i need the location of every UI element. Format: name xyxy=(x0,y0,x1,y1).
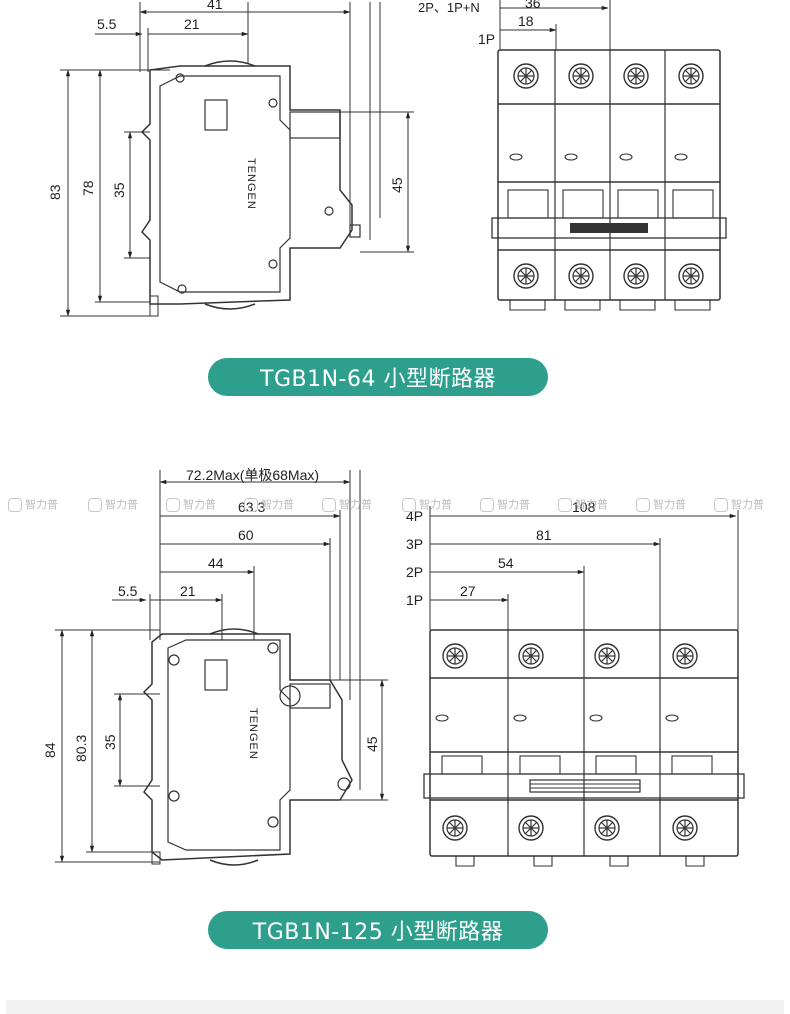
d2-dim-5-5: 5.5 xyxy=(118,583,138,599)
d2-brand-label: TENGEN xyxy=(247,708,259,760)
d1-brand-label: TENGEN xyxy=(245,158,257,210)
d2-dim-27: 27 xyxy=(460,583,476,599)
d2-dim-108: 108 xyxy=(572,499,596,515)
watermark-logo-icon xyxy=(8,498,22,512)
watermark: 智力普 xyxy=(8,496,58,512)
d2-dim-60: 60 xyxy=(238,527,254,543)
d1-dim-18: 18 xyxy=(518,13,534,29)
watermark: 智力普 xyxy=(402,496,452,512)
watermark-logo-icon xyxy=(88,498,102,512)
d1-dim-83: 83 xyxy=(47,184,63,200)
d2-terminal-screws xyxy=(442,643,698,841)
d2-dim-44: 44 xyxy=(208,555,224,571)
watermark: 智力普 xyxy=(322,496,372,512)
d1-terminal-screws xyxy=(513,63,704,289)
watermark: 智力普 xyxy=(636,496,686,512)
watermark-logo-icon xyxy=(636,498,650,512)
d2-side-view xyxy=(55,470,388,866)
d1-dim-78: 78 xyxy=(80,180,96,196)
d1-dim-5-5: 5.5 xyxy=(97,16,117,32)
watermark: 智力普 xyxy=(714,496,764,512)
watermark: 智力普 xyxy=(558,496,608,512)
d1-poles-2p: 2P、1P+N xyxy=(418,0,480,15)
d2-dim-81: 81 xyxy=(536,527,552,543)
d2-dim-80-3: 80.3 xyxy=(73,735,89,762)
d2-poles-1p: 1P xyxy=(406,592,423,608)
d1-dim-45: 45 xyxy=(389,177,405,193)
watermark-logo-icon xyxy=(558,498,572,512)
watermark-logo-icon xyxy=(480,498,494,512)
watermark-logo-icon xyxy=(322,498,336,512)
d2-poles-2p: 2P xyxy=(406,564,423,580)
watermark-row: 智力普 智力普 智力普 智力普 智力普 智力普 智力普 智力普 智力普 智力普 xyxy=(0,496,790,516)
watermark: 智力普 xyxy=(244,496,294,512)
d1-dim-35: 35 xyxy=(111,182,127,198)
model-title-banner-tgb1n-64: TGB1N-64 小型断路器 xyxy=(208,358,548,396)
d2-poles-4p: 4P xyxy=(406,508,423,524)
d1-poles-1p: 1P xyxy=(478,31,495,47)
footer-divider xyxy=(6,1000,784,1014)
d1-dim-41: 41 xyxy=(207,0,223,12)
d2-dim-45: 45 xyxy=(364,736,380,752)
watermark-logo-icon xyxy=(402,498,416,512)
watermark-logo-icon xyxy=(714,498,728,512)
d2-poles-3p: 3P xyxy=(406,536,423,552)
watermark-logo-icon xyxy=(166,498,180,512)
watermark-logo-icon xyxy=(244,498,258,512)
watermark: 智力普 xyxy=(88,496,138,512)
d1-side-view xyxy=(60,2,414,317)
d2-dim-21: 21 xyxy=(180,583,196,599)
d2-dim-max: 72.2Max(单极68Max) xyxy=(186,467,319,483)
d2-dim-84: 84 xyxy=(42,742,58,758)
watermark: 智力普 xyxy=(166,496,216,512)
d2-front-view xyxy=(423,506,745,867)
d2-dim-35: 35 xyxy=(102,734,118,750)
d2-dim-54: 54 xyxy=(498,555,514,571)
d1-dim-21: 21 xyxy=(184,16,200,32)
d1-front-view xyxy=(491,0,727,311)
model-title-banner-tgb1n-125: TGB1N-125 小型断路器 xyxy=(208,911,548,949)
d1-dim-36: 36 xyxy=(525,0,541,11)
watermark: 智力普 xyxy=(480,496,530,512)
